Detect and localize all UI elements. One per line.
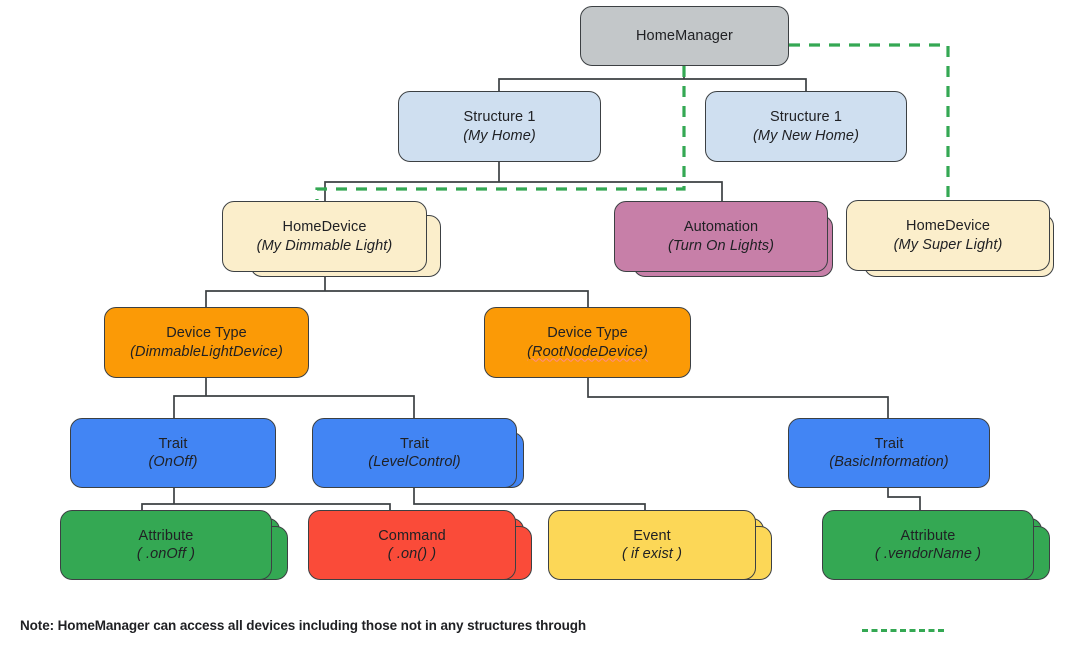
node-label-secondary: (My Dimmable Light) [256, 237, 393, 254]
node-label-primary: Automation [683, 219, 759, 236]
node-homedevice-my-super-light[interactable]: HomeDevice (My Super Light) [846, 200, 1050, 271]
node-label-primary: Attribute [900, 527, 956, 544]
node-label-primary: Attribute [138, 527, 194, 544]
node-label-secondary: ( if exist ) [621, 546, 682, 562]
node-label-primary: Device Type [166, 325, 247, 342]
node-label-secondary: ( .onOff ) [136, 546, 196, 562]
node-homemanager[interactable]: HomeManager [580, 6, 789, 66]
node-attribute-vendorname[interactable]: Attribute ( .vendorName ) [822, 510, 1034, 580]
edge-homemanager-structures [498, 71, 807, 92]
node-label-secondary: ( .on() ) [387, 546, 437, 562]
node-devicetype-dimmablelightdevice[interactable]: Device Type (DimmableLightDevice) [104, 307, 309, 378]
edge-device1-devicetypes [205, 271, 589, 308]
edge-trait1-children [141, 487, 391, 511]
node-command-on[interactable]: Command ( .on() ) [308, 510, 516, 580]
node-automation-turn-on-lights[interactable]: Automation (Turn On Lights) [614, 201, 828, 272]
node-label-primary: Trait [158, 435, 188, 452]
node-label-primary: Structure 1 [463, 109, 536, 126]
node-label-primary: Trait [874, 435, 904, 452]
node-label-secondary: (My Home) [463, 127, 536, 144]
node-label-primary: Command [378, 527, 446, 544]
node-label-secondary: ( .vendorName ) [874, 546, 982, 562]
edge-devicetype1-traits [173, 377, 415, 419]
node-label-secondary: (RootNodeDevice) [527, 343, 648, 360]
node-devicetype-rootnodedevice[interactable]: Device Type (RootNodeDevice) [484, 307, 691, 378]
edge-structure1-children [324, 161, 723, 202]
node-attribute-onoff[interactable]: Attribute ( .onOff ) [60, 510, 272, 580]
node-label-secondary: (My New Home) [752, 127, 860, 144]
edge-trait2-event [413, 487, 646, 511]
node-label-secondary: (DimmableLightDevice) [130, 343, 283, 360]
node-structure-my-new-home[interactable]: Structure 1 (My New Home) [705, 91, 907, 162]
node-trait-onoff[interactable]: Trait (OnOff) [70, 418, 276, 488]
edge-trait3-attribute2 [887, 487, 921, 511]
node-label-secondary: (OnOff) [148, 454, 198, 470]
node-homedevice-my-dimmable-light[interactable]: HomeDevice (My Dimmable Light) [222, 201, 427, 272]
footer-note: Note: HomeManager can access all devices… [20, 618, 587, 633]
node-label-primary: HomeDevice [906, 218, 990, 235]
node-label-primary: HomeDevice [282, 219, 367, 236]
node-structure-my-home[interactable]: Structure 1 (My Home) [398, 91, 601, 162]
node-label-secondary: (Turn On Lights) [667, 237, 775, 254]
node-label-secondary: (LevelControl) [368, 454, 461, 470]
edge-devicetype2-trait3 [587, 377, 889, 419]
node-label-primary: Trait [400, 435, 429, 452]
node-label-secondary: (My Super Light) [893, 236, 1003, 253]
node-event-if-exist[interactable]: Event ( if exist ) [548, 510, 756, 580]
footer-note-dashed-legend-icon [862, 629, 944, 632]
node-trait-levelcontrol[interactable]: Trait (LevelControl) [312, 418, 517, 488]
node-label-primary: Event [633, 527, 671, 544]
node-label-secondary: (BasicInformation) [829, 454, 949, 470]
node-label-primary: Structure 1 [769, 109, 843, 126]
node-label-primary: HomeManager [635, 27, 733, 44]
node-label-primary: Device Type [547, 325, 628, 342]
node-trait-basicinformation[interactable]: Trait (BasicInformation) [788, 418, 990, 488]
